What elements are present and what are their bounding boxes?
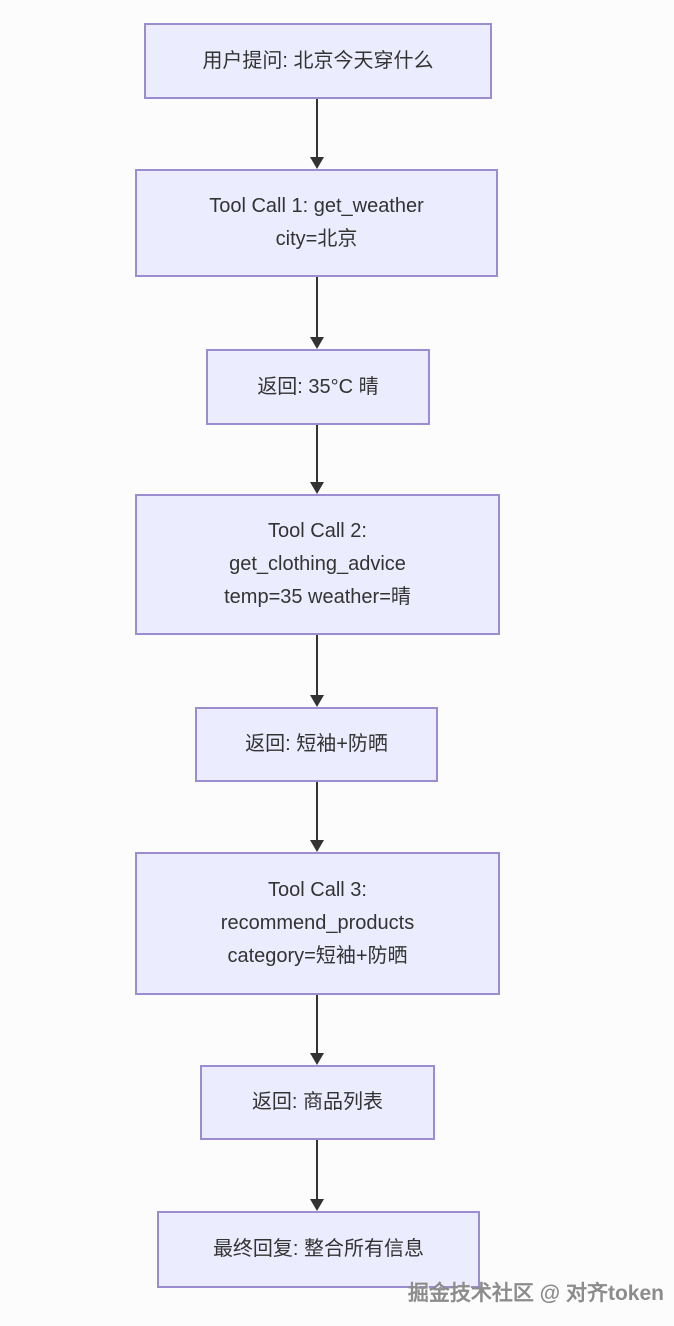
flow-node-return-clothing: 返回: 短袖+防晒 [195, 707, 438, 782]
arrow-shaft [316, 277, 318, 339]
node-text-line: 返回: 短袖+防晒 [245, 733, 388, 755]
arrow-head-down-icon [310, 840, 324, 852]
node-text-line: get_clothing_advice [229, 553, 406, 575]
node-text-line: 返回: 35°C 晴 [257, 375, 379, 398]
node-text-line: Tool Call 2: [268, 520, 367, 542]
arrow-shaft [316, 425, 318, 484]
node-text-line: city=北京 [275, 228, 358, 250]
flow-node-tool-call-1: Tool Call 1: get_weather city=北京 [135, 169, 498, 277]
arrow-head-down-icon [310, 157, 324, 169]
node-text-line: recommend_products [220, 912, 415, 934]
node-text-line: temp=35 weather=晴 [224, 586, 411, 608]
flow-arrow [310, 425, 324, 494]
flow-arrow [310, 1140, 324, 1211]
flow-arrow [310, 277, 324, 349]
watermark: 掘金技术社区 @ 对齐token [407, 1282, 664, 1305]
flow-node-final-reply: 最终回复: 整合所有信息 [157, 1211, 480, 1288]
arrow-head-down-icon [310, 1199, 324, 1211]
arrow-shaft [316, 995, 318, 1055]
arrow-shaft [316, 99, 318, 159]
flow-node-return-weather: 返回: 35°C 晴 [206, 349, 430, 425]
flow-arrow [310, 782, 324, 852]
arrow-head-down-icon [310, 482, 324, 494]
flow-node-return-products: 返回: 商品列表 [200, 1065, 435, 1140]
arrow-head-down-icon [310, 1053, 324, 1065]
node-text-line: 用户提问: 北京今天穿什么 [202, 49, 434, 72]
arrow-head-down-icon [310, 695, 324, 707]
arrow-head-down-icon [310, 337, 324, 349]
node-text-line: Tool Call 3: [268, 879, 367, 901]
node-text-line: 最终回复: 整合所有信息 [212, 1238, 425, 1260]
flow-node-tool-call-2: Tool Call 2: get_clothing_advice temp=35… [135, 494, 500, 635]
node-text-line: 返回: 商品列表 [251, 1091, 384, 1113]
node-text-line: Tool Call 1: get_weather [209, 195, 424, 217]
flow-arrow [310, 99, 324, 169]
flow-node-user-question: 用户提问: 北京今天穿什么 [144, 23, 492, 99]
arrow-shaft [316, 635, 318, 697]
node-text-line: category=短袖+防晒 [227, 945, 408, 967]
flow-node-tool-call-3: Tool Call 3: recommend_products category… [135, 852, 500, 995]
arrow-shaft [316, 782, 318, 842]
arrow-shaft [316, 1140, 318, 1201]
flow-arrow [310, 635, 324, 707]
flow-arrow [310, 995, 324, 1065]
